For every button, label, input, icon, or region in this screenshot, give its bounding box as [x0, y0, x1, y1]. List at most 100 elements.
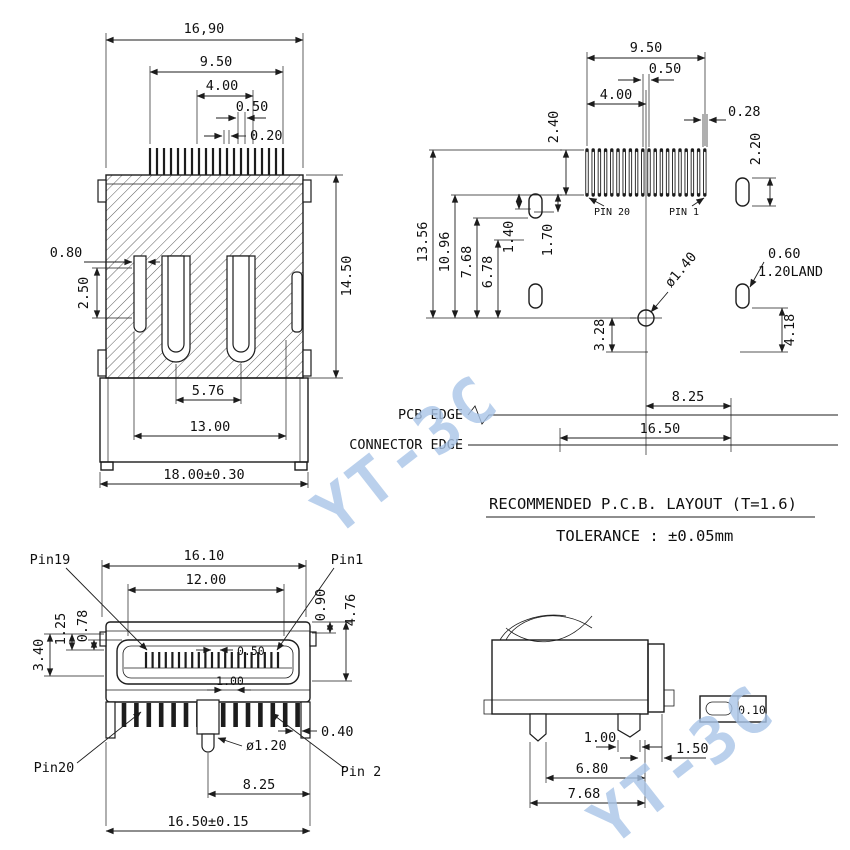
dim-label: 1.50: [676, 741, 709, 757]
dim-label: 10.96: [437, 232, 453, 273]
side-view-part: [483, 614, 675, 742]
shell-lower-outline: [99, 377, 309, 463]
dim-label: 13.56: [415, 222, 431, 263]
top-view: 16,90 9.50 4.00 0.50 0.20: [50, 21, 355, 488]
dim-label: 4.00: [600, 87, 633, 103]
dim-label: 18.00±0.30: [163, 467, 244, 483]
dim-label: 12.00: [186, 572, 227, 588]
pcb-layout-view: 9.50 0.50 4.00 0.28 2.40: [349, 40, 838, 545]
dim-label: 1.40: [501, 221, 517, 254]
foot-right: [617, 713, 641, 738]
dim-h-10-96: 10.96: [437, 194, 562, 319]
front-contact-comb: [144, 652, 280, 668]
dim-pin-width: 0.20: [204, 128, 283, 144]
slot-right-bottom: [735, 283, 750, 309]
dim-leg-spacing: 5.76: [175, 364, 242, 404]
pin20-label: Pin20: [34, 760, 75, 776]
dim-label: ø1.40: [662, 249, 700, 290]
dim-w-6-80: 6.80: [545, 740, 646, 808]
dim-label: 6.80: [576, 761, 609, 777]
dim-label: 0.60: [768, 246, 801, 262]
front-view: Pin19 Pin1 Pin20 Pin 2 16.10 12.00 0.90: [30, 548, 382, 835]
side-body: [491, 639, 649, 715]
side-pin: [133, 255, 147, 333]
dim-label: 1.00: [216, 674, 244, 688]
dim-label: 0.50: [237, 644, 265, 658]
dim-tail-pitch: 1.00: [207, 674, 251, 694]
watermark-2: YT-3C: [577, 671, 790, 850]
dim-label: 8.25: [672, 389, 705, 405]
dim-label: 1.70: [540, 224, 556, 257]
dim-h-3-40: 3.40: [31, 633, 104, 677]
front-view-part: [99, 621, 317, 753]
tolerance-note: TOLERANCE : ±0.05mm: [556, 527, 733, 545]
dim-label: 4.76: [343, 594, 359, 627]
dim-body-height: 14.50: [306, 174, 355, 379]
dim-pad-width: 0.28: [684, 104, 761, 147]
dim-label: 4.18: [782, 314, 798, 347]
land-detail: 0.10: [699, 695, 767, 723]
dim-label: 0.50: [236, 99, 269, 115]
dim-label: 5.76: [192, 383, 225, 399]
pin2-label: Pin 2: [341, 764, 382, 780]
slot-left-top: [528, 193, 543, 219]
dim-pin-pitch: 0.50: [216, 99, 268, 144]
dim-label: 0.50: [649, 61, 682, 77]
dim-h-3-28: 3.28: [592, 317, 648, 353]
watermark-1: YT-3C: [301, 361, 514, 550]
dim-foot-offset: 1.50: [620, 714, 709, 762]
dim-label: 1.25: [53, 613, 69, 646]
dim-w-7-68: 7.68: [529, 742, 646, 808]
pin19-label: Pin19: [30, 552, 71, 568]
dim-pad-group: 4.00: [586, 87, 647, 108]
dim-label: 0.10: [738, 703, 766, 717]
dim-label: 3.28: [592, 319, 608, 352]
dim-center-to-edge: 8.25: [207, 742, 311, 826]
dim-label: 2.20: [748, 133, 764, 166]
dim-h-0-90: 0.90: [312, 589, 352, 634]
dim-h-4-76: 4.76: [312, 594, 359, 682]
dim-label: 2.40: [546, 111, 562, 144]
dim-h-1-70: 1.70: [534, 193, 562, 257]
pin1-label: PIN 1: [669, 207, 699, 218]
pin-number-labels: PIN 20 PIN 1: [588, 197, 705, 218]
connector-edge-label: CONNECTOR EDGE: [349, 437, 463, 453]
dim-label: 0.80: [50, 245, 83, 261]
pcb-layout-title: RECOMMENDED P.C.B. LAYOUT (T=1.6): [489, 495, 797, 513]
dim-label: 0.78: [75, 610, 91, 643]
pcb-edge-line: [467, 405, 838, 425]
pcb-edge-label: PCB EDGE: [398, 407, 463, 423]
pcb-layout-part: [426, 90, 838, 455]
top-view-part: [97, 148, 312, 471]
dim-label: 0.20: [250, 128, 283, 144]
dim-slot-length: 2.20: [748, 133, 776, 207]
dim-label: 16.10: [184, 548, 225, 564]
dim-h-1-40: 1.40: [501, 193, 531, 254]
latch-spring: [505, 615, 593, 641]
dim-side-pin-height: 2.50: [76, 267, 132, 319]
dim-label: 4.00: [206, 78, 239, 94]
dim-h-6-78: 6.78: [480, 239, 524, 319]
dim-pin-group: 4.00: [196, 78, 254, 144]
dim-edge-span: 16.50: [559, 421, 732, 452]
dim-label: ø1.20: [246, 738, 287, 754]
dim-label: 8.25: [243, 777, 276, 793]
dim-label: 9.50: [200, 54, 233, 70]
dim-pad-length: 2.40: [546, 111, 584, 196]
dim-label: 7.68: [459, 246, 475, 279]
dim-label: 0.40: [321, 724, 354, 740]
pin-callouts: Pin19 Pin1 Pin20 Pin 2: [30, 552, 382, 780]
dim-center-to-edge: 8.25: [645, 389, 732, 452]
top-pin-comb: [148, 148, 285, 175]
dim-hole-dia: ø1.40: [650, 249, 700, 313]
dim-tail-width: 0.40: [278, 724, 354, 740]
dim-h-4-18: 4.18: [740, 307, 798, 353]
dim-h-7-68: 7.68: [459, 217, 528, 319]
front-slot: [116, 639, 300, 685]
pin20-label: PIN 20: [594, 207, 630, 218]
dim-label: 0.90: [313, 589, 329, 622]
dim-label: 13.00: [190, 419, 231, 435]
dim-h-13-56: 13.56: [415, 149, 562, 319]
